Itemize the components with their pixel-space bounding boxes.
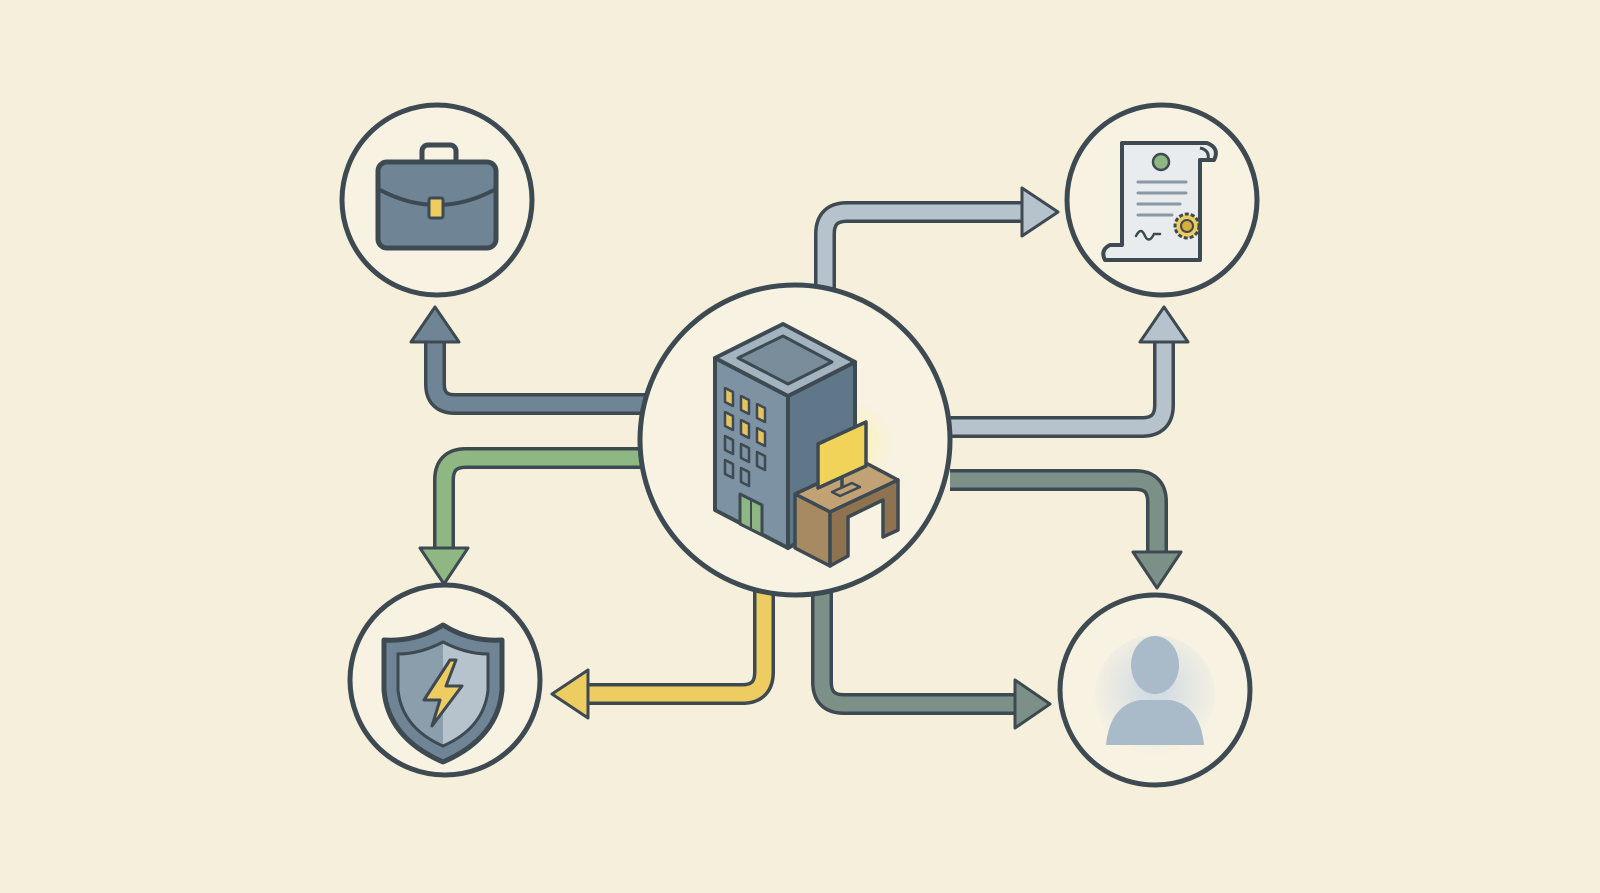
node-briefcase	[339, 102, 535, 298]
arrowhead-right	[1020, 186, 1060, 238]
arrowhead-left	[550, 668, 590, 720]
arrowhead-down	[418, 546, 470, 586]
connector-to-certificate-side	[950, 305, 1190, 438]
certificate-document-icon	[1101, 141, 1218, 262]
center-node-office	[637, 282, 953, 598]
connector-to-briefcase	[409, 305, 650, 415]
arrowhead-down	[1131, 550, 1183, 590]
connector-to-person-bottom	[811, 590, 1052, 730]
office-building-with-desk-icon	[713, 322, 900, 568]
person-silhouette-icon	[1095, 635, 1215, 755]
arrowhead-right	[1013, 678, 1052, 730]
shield-lightning-icon	[381, 622, 505, 765]
briefcase-icon	[375, 142, 499, 251]
arrowhead-up	[1138, 305, 1190, 344]
connector-to-shield-yellow	[550, 590, 775, 720]
connector-to-person-side	[950, 469, 1183, 590]
node-shield	[347, 582, 543, 778]
connector-to-shield-green	[418, 447, 650, 586]
connector-to-certificate-top	[814, 186, 1060, 300]
node-person	[1057, 592, 1253, 788]
node-certificate	[1064, 102, 1260, 298]
arrowhead-up	[409, 305, 461, 344]
